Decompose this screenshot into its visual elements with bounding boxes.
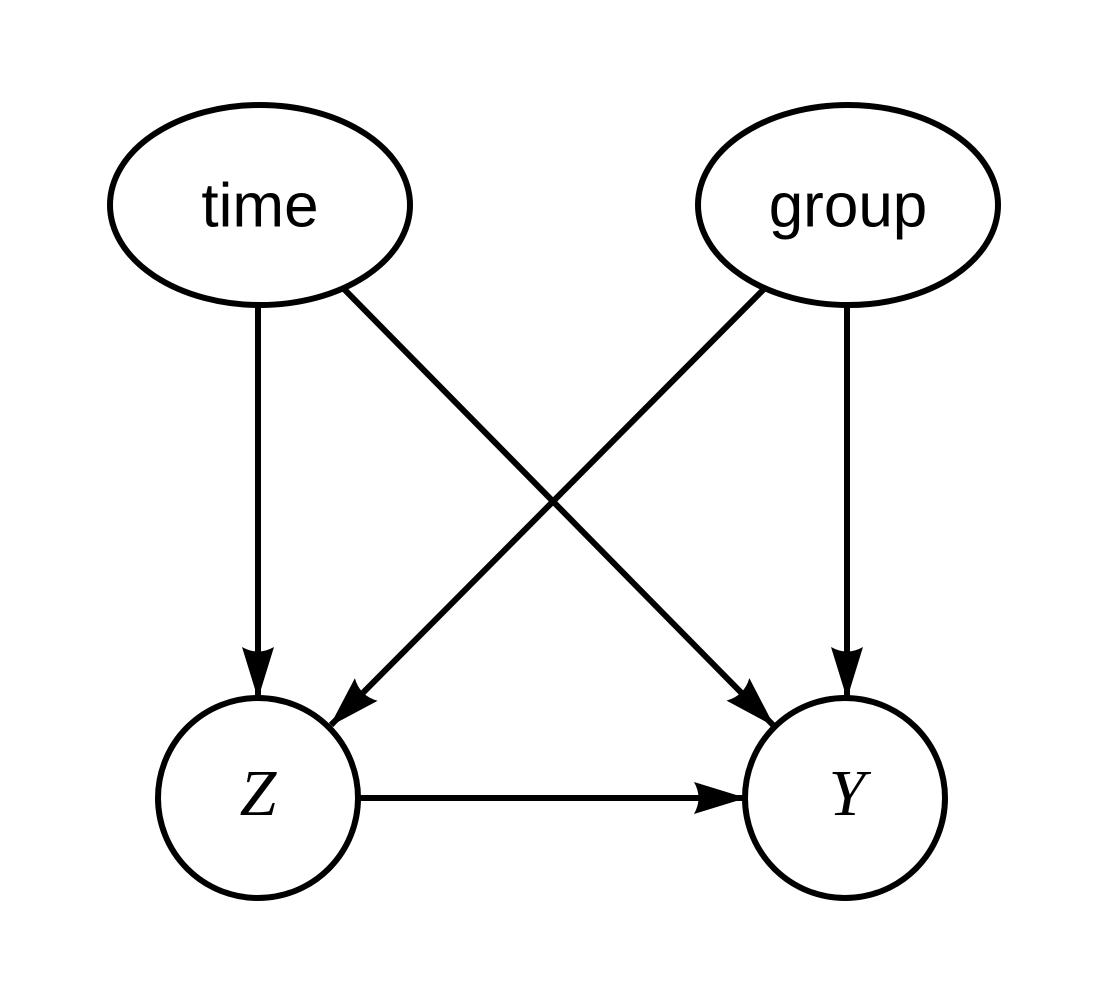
node-z-shape [155, 695, 361, 901]
edge-group-to-z [328, 286, 767, 728]
node-group-shape [695, 102, 1001, 308]
node-group-label: group [769, 172, 928, 241]
node-y: Y [742, 695, 948, 901]
node-group: group [695, 102, 1001, 308]
node-time-label: time [201, 172, 318, 241]
node-y-shape [742, 695, 948, 901]
node-time: time [107, 102, 413, 308]
node-y-label: Y [829, 757, 872, 830]
node-z: Z [155, 695, 361, 901]
edge-time-to-y [341, 286, 776, 728]
node-z-label: Z [240, 757, 278, 830]
node-time-shape [107, 102, 413, 308]
